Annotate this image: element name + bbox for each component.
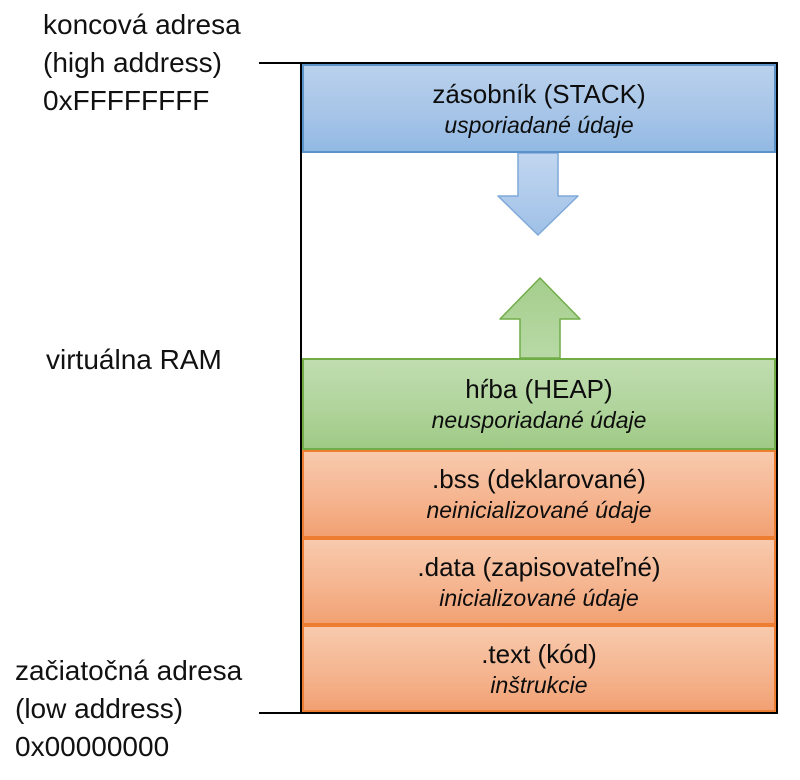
- segment-heap: hŕba (HEAP) neusporiadané údaje: [302, 358, 776, 450]
- segment-stack: zásobník (STACK) usporiadané údaje: [302, 64, 776, 153]
- high-address-line2: (high address): [43, 47, 222, 78]
- data-subtitle: inicializované údaje: [439, 584, 639, 611]
- low-address-value: 0x00000000: [15, 731, 170, 762]
- bss-subtitle: neinicializované údaje: [426, 497, 652, 523]
- high-address-value: 0xFFFFFFFF: [43, 85, 210, 116]
- text-title: .text (kód): [481, 638, 597, 669]
- heap-title: hŕba (HEAP): [465, 374, 613, 404]
- low-address-connector-line: [259, 712, 302, 714]
- high-address-line1: koncová adresa: [43, 9, 241, 40]
- high-address-label: koncová adresa (high address) 0xFFFFFFFF: [43, 6, 241, 120]
- segment-data: .data (zapisovateľné) inicializované úda…: [302, 538, 776, 625]
- low-address-label: začiatočná adresa (low address) 0x000000…: [15, 652, 242, 766]
- high-address-connector-line: [259, 62, 302, 64]
- data-title: .data (zapisovateľné): [417, 551, 661, 582]
- low-address-line1: začiatočná adresa: [15, 655, 243, 686]
- segment-bss: .bss (deklarované) neinicializované údaj…: [302, 450, 776, 538]
- bss-title: .bss (deklarované): [432, 464, 646, 494]
- text-subtitle: inštrukcie: [490, 671, 588, 698]
- segment-text: .text (kód) inštrukcie: [302, 625, 776, 712]
- stack-growth-down-arrow-icon: [497, 153, 579, 236]
- stack-title: zásobník (STACK): [432, 78, 646, 109]
- stack-subtitle: usporiadané údaje: [444, 111, 634, 138]
- heap-growth-up-arrow-icon: [499, 277, 581, 359]
- virtual-ram-label: virtuálna RAM: [46, 344, 222, 375]
- heap-subtitle: neusporiadané údaje: [431, 407, 647, 433]
- low-address-line2: (low address): [15, 693, 184, 724]
